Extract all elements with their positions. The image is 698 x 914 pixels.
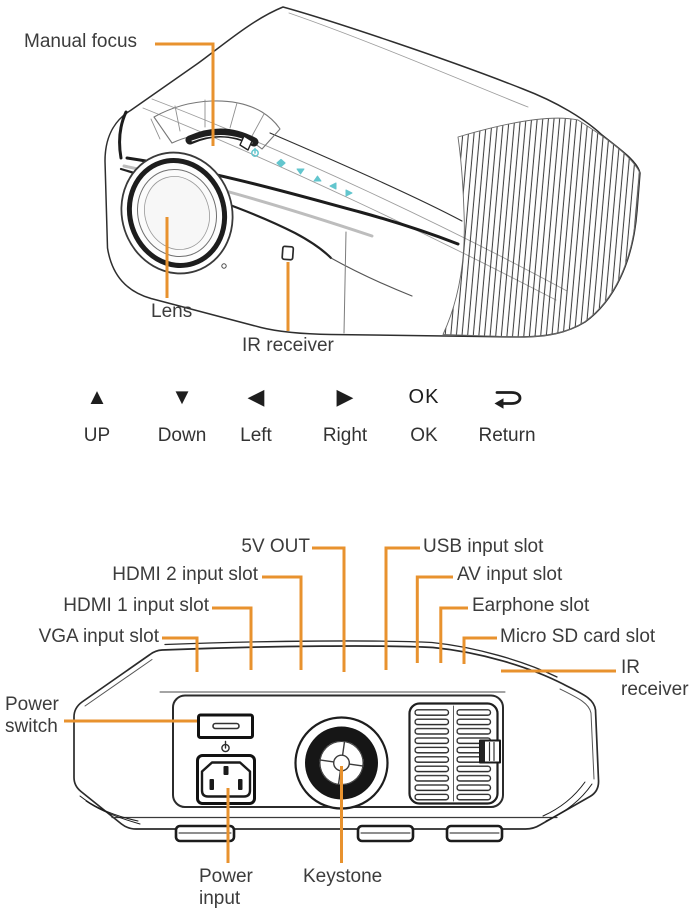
leader-manual-focus: [155, 42, 215, 146]
ir-receiver-rear-label: IR receiver: [621, 657, 689, 700]
left-triangle-icon: ◀: [247, 384, 265, 409]
legend-left: ◀ Left: [211, 384, 301, 447]
legend-down: ▼ Down: [137, 384, 227, 447]
down-button-icon: [296, 168, 305, 175]
focus-lever: [479, 739, 501, 764]
av-label: AV input slot: [457, 564, 563, 585]
ok-label: OK: [410, 425, 438, 446]
power-symbol-icon: [221, 740, 230, 753]
rear-feet: [79, 781, 593, 843]
power-input-label: Power input: [199, 866, 253, 909]
vga-label: VGA input slot: [38, 626, 159, 647]
legend-up: ▲ UP: [52, 384, 142, 447]
legend-return: Return: [462, 384, 552, 447]
side-vents: [442, 117, 640, 338]
legend-ok: OK OK: [379, 384, 469, 447]
right-button-icon: [345, 189, 353, 197]
leader-5v-out: [312, 546, 346, 672]
up-triangle-icon: ▲: [86, 384, 108, 409]
return-label: Return: [478, 425, 536, 446]
5v-out-label: 5V OUT: [241, 536, 310, 557]
legend-right: ▶ Right: [300, 384, 390, 447]
down-triangle-icon: ▼: [171, 384, 193, 409]
menu-button-icon: [276, 158, 286, 168]
remote-buttons-legend: ▲ UP ▼ Down ◀ Left ▶ Right OK OK Ret: [0, 384, 698, 456]
top-control-buttons: [251, 147, 353, 197]
leader-sd: [462, 636, 497, 664]
focus-wheel-notch: [239, 135, 253, 151]
front-isometric-figure: [104, 6, 641, 338]
right-triangle-icon: ▶: [336, 384, 354, 409]
leader-usb: [384, 546, 420, 670]
right-label: Right: [322, 425, 368, 446]
leader-vga: [162, 636, 199, 672]
left-button-icon: [329, 182, 337, 190]
keystone-dial: [294, 716, 389, 810]
leader-lines: [64, 42, 616, 863]
ir-receiver-window: [281, 245, 295, 261]
rear-left-corner-line: [84, 659, 153, 707]
leader-earphone: [439, 606, 468, 663]
earphone-label: Earphone slot: [472, 595, 590, 616]
socket-pin-top: [223, 766, 229, 775]
power-button-icon: [251, 147, 259, 157]
front-face-seam: [343, 231, 347, 334]
socket-pin-left: [209, 779, 214, 790]
usb-label: USB input slot: [423, 536, 544, 557]
down-label: Down: [157, 425, 207, 446]
power-switch-label: Power switch: [5, 694, 59, 737]
rear-right-corner-line: [559, 688, 595, 780]
manual-focus-label: Manual focus: [24, 31, 138, 52]
left-label: Left: [240, 425, 272, 446]
leader-hdmi1: [212, 606, 253, 670]
leader-av: [415, 575, 453, 663]
hdmi2-label: HDMI 2 input slot: [112, 564, 258, 585]
rear-panel-figure: 5V OUT AV: [73, 640, 600, 843]
up-label: UP: [83, 425, 111, 446]
socket-pin-right: [238, 779, 243, 790]
lens-label: Lens: [151, 301, 193, 322]
ok-glyph: OK: [408, 386, 440, 408]
power-switch-slot: [212, 722, 240, 730]
micro-sd-label: Micro SD card slot: [500, 626, 656, 647]
up-button-icon: [313, 175, 322, 182]
lens-screw: [221, 263, 227, 269]
return-arrow-icon: [462, 384, 552, 412]
leader-hdmi2: [262, 575, 303, 670]
lens-assembly: [120, 151, 234, 275]
grille-slats-left: [414, 709, 451, 802]
hdmi1-label: HDMI 1 input slot: [63, 595, 209, 616]
keystone-label: Keystone: [303, 866, 383, 887]
ir-receiver-front-label: IR receiver: [242, 335, 334, 356]
